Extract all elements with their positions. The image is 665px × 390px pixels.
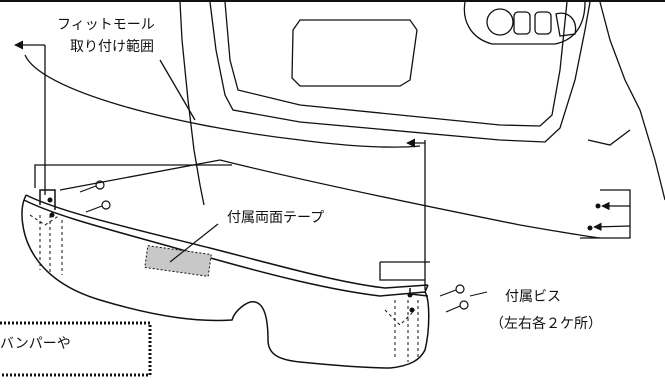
screws-label-line2: （左右各２ケ所） [490, 316, 602, 332]
fit-mall-label-line2: 取り付け範囲 [70, 38, 154, 55]
vehicle-body [59, 1, 665, 239]
screw-icon-right-1 [439, 284, 465, 297]
note-box [0, 321, 152, 377]
tape-patch [144, 245, 212, 277]
screw-holes [47, 197, 601, 313]
rear-bumper [21, 189, 430, 369]
double-sided-tape-label: 付属両面テープ [227, 210, 324, 226]
screw-icon-left-2 [85, 200, 111, 213]
installation-range-bracket [34, 164, 631, 281]
screws-leader-line [469, 291, 488, 297]
hidden-lines [29, 214, 419, 362]
fit-mall-label-line1: フィットモール [57, 17, 155, 33]
screw-icon-left-1 [79, 180, 105, 193]
screw-icon-right-2 [445, 300, 469, 313]
range-arrows [14, 40, 426, 290]
note-fragment-label: バンパーや [0, 336, 71, 352]
screws-label-line1: 付属ビス [505, 289, 561, 305]
tape-leader-line [169, 223, 219, 263]
body-mount-arrows [593, 201, 631, 231]
